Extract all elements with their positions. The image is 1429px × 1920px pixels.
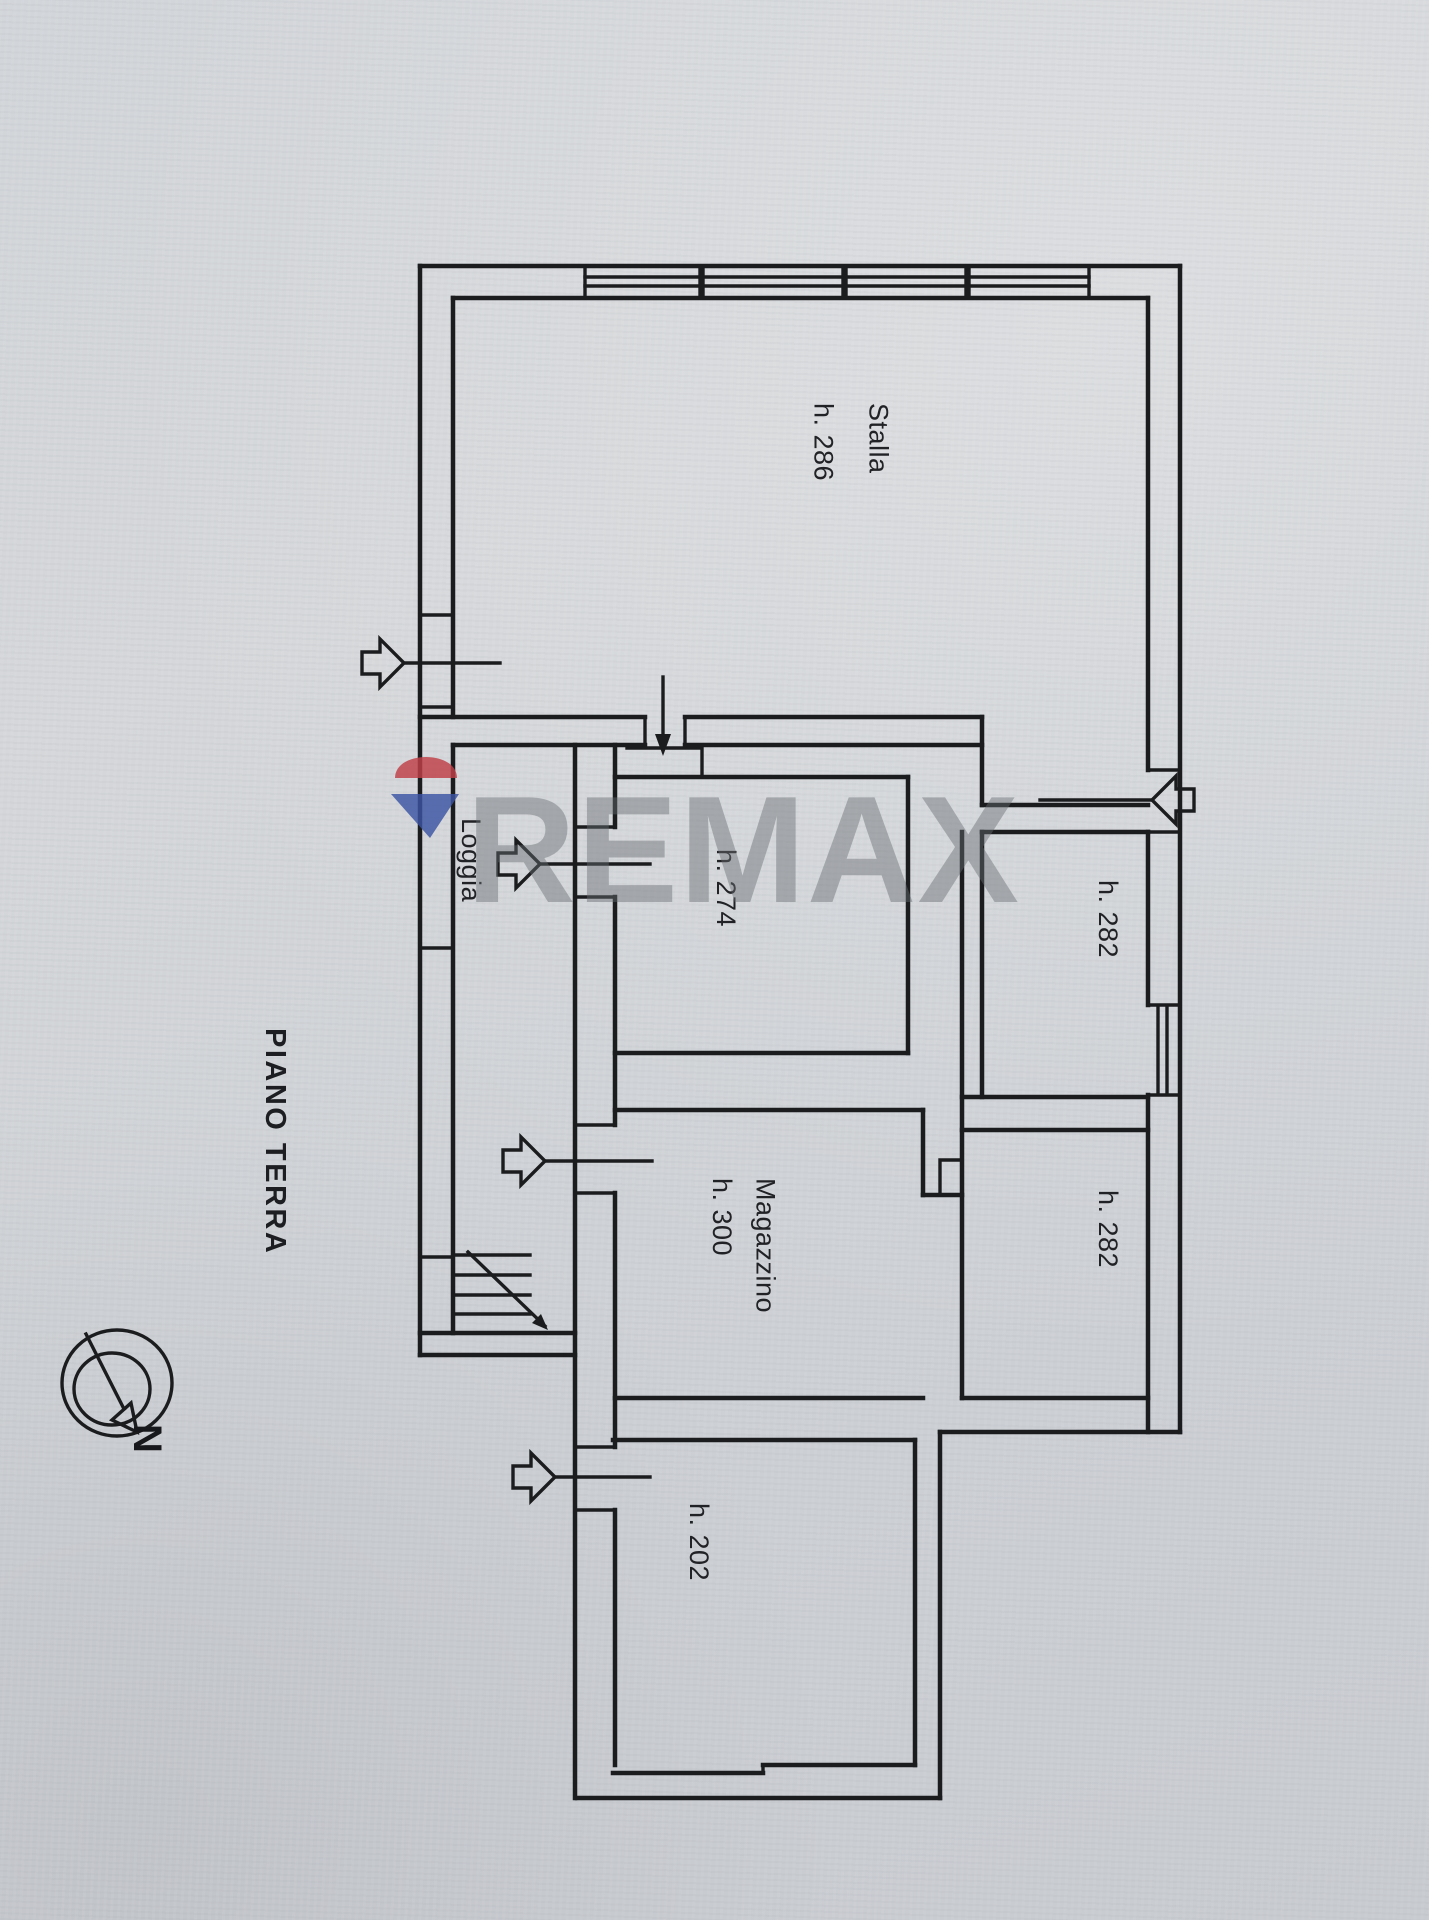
entry-arrow-down-icon	[655, 675, 671, 756]
walls-group	[417, 263, 1183, 1801]
room-height: h. 274	[711, 849, 741, 928]
door-arrow-loggia-icon	[496, 835, 652, 893]
room-height: h. 282	[1093, 880, 1123, 959]
door-arrow-right-entrance-icon	[1038, 771, 1196, 829]
room-label-magazzino: Magazzino h. 300	[700, 1178, 786, 1313]
door-arrow-magazzino-icon	[501, 1132, 654, 1190]
room-height: h. 282	[1093, 1190, 1123, 1269]
room-height: h. 300	[707, 1178, 738, 1257]
door-arrow-stalla-left-icon	[360, 634, 502, 692]
room-label-h202: h. 202	[683, 1503, 714, 1581]
room-label-h282-lower: h. 282	[1092, 1190, 1123, 1268]
remax-watermark-text: REMAX	[466, 765, 1020, 935]
room-label-h282-upper: h. 282	[1092, 880, 1123, 958]
window-symbols-group	[583, 264, 1182, 1097]
door-arrow-room202-icon	[511, 1448, 652, 1506]
north-label: N	[125, 1424, 169, 1453]
room-label-loggia: Loggia	[455, 818, 486, 902]
room-name: Loggia	[456, 818, 486, 903]
room-name: Magazzino	[750, 1178, 781, 1314]
room-height: h. 202	[684, 1503, 714, 1582]
room-height: h. 286	[808, 403, 839, 482]
room-label-h274: h. 274	[710, 849, 741, 927]
compass-rose-icon	[60, 1328, 174, 1438]
room-label-stalla: Stalla h. 286	[795, 403, 906, 481]
remax-balloon-icon	[391, 757, 459, 838]
room-name: Stalla	[863, 403, 894, 474]
page-title: PIANO TERRA	[259, 1028, 291, 1256]
stairs-up-arrow-icon	[453, 1249, 548, 1330]
